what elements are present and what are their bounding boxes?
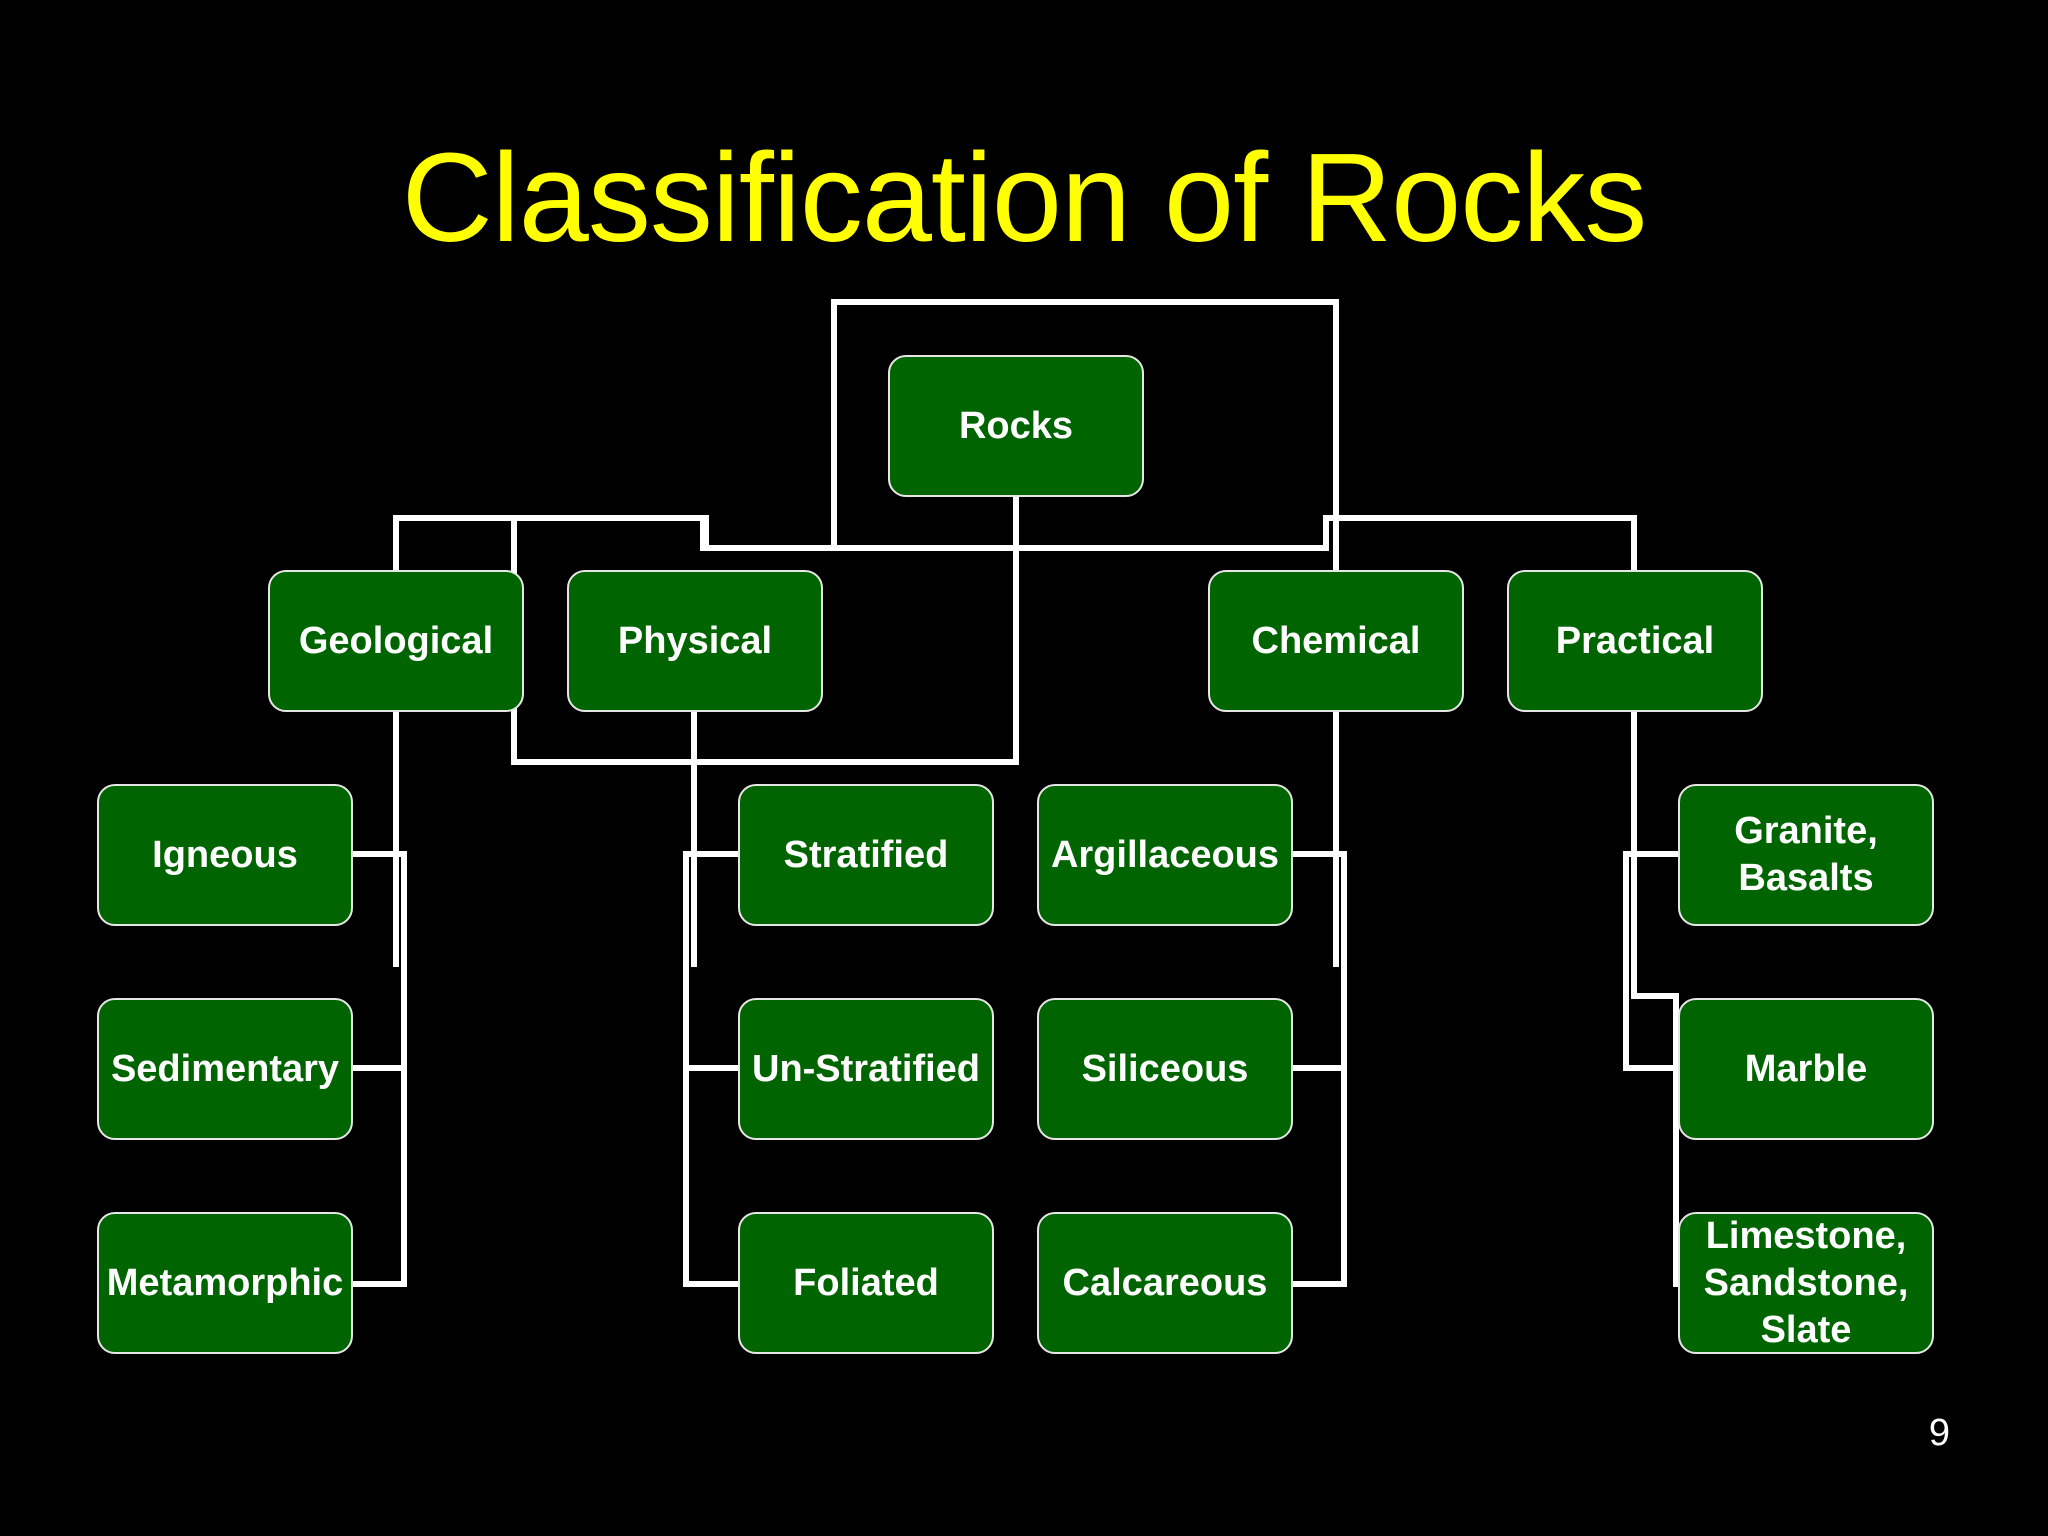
connector-igneous	[349, 851, 407, 967]
node-metamorphic: Metamorphic	[97, 1212, 353, 1354]
connector-root-top-bracket	[831, 299, 1339, 573]
node-rocks: Rocks	[888, 355, 1144, 497]
node-practical: Practical	[1507, 570, 1763, 712]
connector-marble	[1631, 993, 1679, 1071]
slide-title: Classification of Rocks	[401, 127, 1647, 268]
connector-stratified	[683, 851, 741, 967]
node-un-stratified: Un-Stratified	[738, 998, 994, 1140]
node-sedimentary: Sedimentary	[97, 998, 353, 1140]
node-marble: Marble	[1678, 998, 1934, 1140]
connector-argillaceous	[1291, 851, 1347, 967]
node-igneous: Igneous	[97, 784, 353, 926]
connector-calcareous	[1291, 1065, 1347, 1287]
node-limestone-sandstone-slate: Limestone, Sandstone, Slate	[1678, 1212, 1934, 1354]
connector-geological-bracket	[393, 515, 709, 573]
node-calcareous: Calcareous	[1037, 1212, 1293, 1354]
connector-granite	[1623, 851, 1679, 1071]
node-argillaceous: Argillaceous	[1037, 784, 1293, 926]
node-chemical: Chemical	[1208, 570, 1464, 712]
node-stratified: Stratified	[738, 784, 994, 926]
node-siliceous: Siliceous	[1037, 998, 1293, 1140]
connector-foliated	[683, 1065, 741, 1287]
node-foliated: Foliated	[738, 1212, 994, 1354]
connector-siliceous	[1291, 961, 1347, 1071]
node-geological: Geological	[268, 570, 524, 712]
node-physical: Physical	[567, 570, 823, 712]
connector-un-stratified	[683, 961, 741, 1071]
connector-metamorphic	[349, 1065, 407, 1287]
connector-sedimentary	[349, 961, 407, 1071]
node-granite-basalts: Granite, Basalts	[1678, 784, 1934, 926]
page-number: 9	[1928, 1412, 1950, 1454]
